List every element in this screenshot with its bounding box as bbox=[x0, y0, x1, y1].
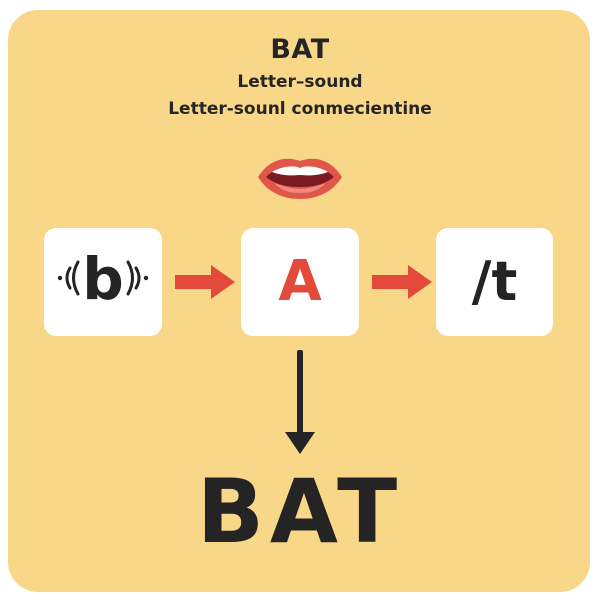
letter-card-t: /t bbox=[436, 228, 553, 336]
sound-wave-icon bbox=[126, 260, 149, 296]
letter-card-a: A bbox=[241, 228, 359, 336]
sound-wave-icon bbox=[57, 260, 80, 296]
subtitle-letter-sound: Letter–sound bbox=[237, 72, 363, 92]
letter-a: A bbox=[278, 249, 322, 314]
diagram-title: BAT bbox=[270, 34, 330, 65]
arrow-down-icon bbox=[285, 350, 315, 454]
arrow-right-icon bbox=[372, 265, 432, 299]
mouth-icon bbox=[258, 158, 342, 199]
letter-card-b: b bbox=[44, 228, 162, 336]
arrow-right-icon bbox=[175, 265, 235, 299]
letter-t: /t bbox=[471, 250, 518, 313]
subtitle-connection: Letter-sounl conmecientine bbox=[168, 99, 432, 119]
result-word: BAT bbox=[196, 460, 404, 563]
letter-b: b bbox=[82, 245, 124, 313]
